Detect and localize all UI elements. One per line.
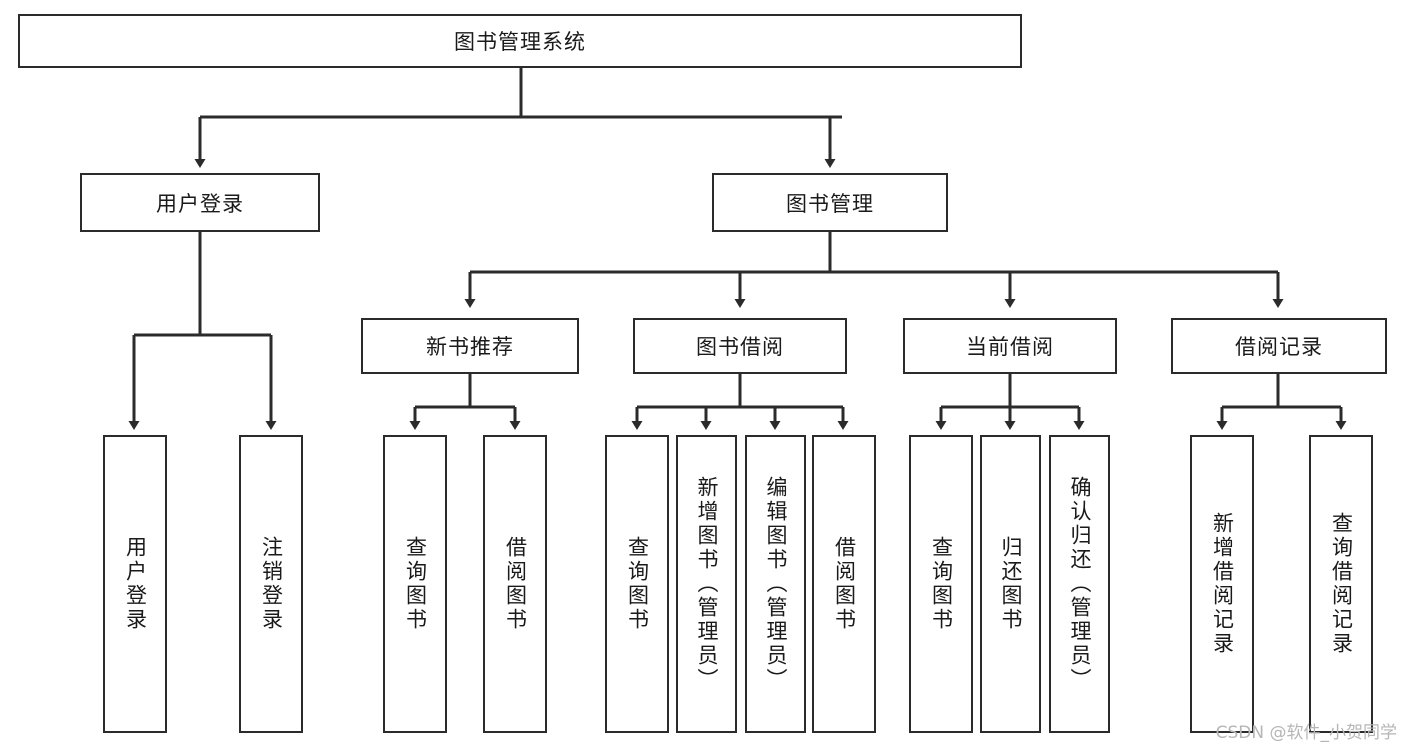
node-leaf-query-book-3[interactable]: 查询图书: [909, 435, 973, 733]
node-leaf-return-book-label: 归还图书: [999, 536, 1023, 632]
node-borrow-record[interactable]: 借阅记录: [1171, 318, 1387, 374]
node-leaf-query-record[interactable]: 查询借阅记录: [1309, 435, 1373, 733]
node-borrow-record-label: 借阅记录: [1235, 335, 1323, 359]
node-leaf-confirm-return[interactable]: 确认归还（管理员）: [1049, 435, 1110, 733]
node-leaf-borrow-book-2-label: 借阅图书: [832, 536, 857, 632]
node-leaf-edit-book-label: 编辑图书（管理员）: [764, 476, 788, 692]
node-leaf-return-book[interactable]: 归还图书: [980, 435, 1041, 733]
node-leaf-logout[interactable]: 注销登录: [239, 435, 303, 733]
node-book-manage[interactable]: 图书管理: [712, 173, 948, 232]
node-leaf-query-book-1[interactable]: 查询图书: [383, 435, 447, 733]
node-leaf-add-record-label: 新增借阅记录: [1210, 512, 1235, 656]
node-leaf-confirm-return-label: 确认归还（管理员）: [1068, 476, 1092, 692]
node-user-login[interactable]: 用户登录: [80, 173, 320, 232]
node-current-borrow-label: 当前借阅: [966, 335, 1054, 359]
node-book-borrow[interactable]: 图书借阅: [633, 318, 847, 374]
node-leaf-logout-label: 注销登录: [259, 536, 284, 632]
node-new-book-recommend[interactable]: 新书推荐: [361, 318, 579, 374]
node-leaf-query-book-2[interactable]: 查询图书: [605, 435, 669, 733]
node-book-borrow-label: 图书借阅: [696, 335, 784, 359]
csdn-watermark: CSDN @软件_小贺同学: [1215, 723, 1397, 743]
node-leaf-borrow-book-2[interactable]: 借阅图书: [812, 435, 876, 733]
node-leaf-edit-book[interactable]: 编辑图书（管理员）: [745, 435, 806, 733]
node-leaf-user-login[interactable]: 用户登录: [103, 435, 167, 733]
node-leaf-query-book-2-label: 查询图书: [625, 536, 650, 632]
node-leaf-add-book-label: 新增图书（管理员）: [695, 476, 719, 692]
node-root[interactable]: 图书管理系统: [18, 14, 1022, 68]
node-current-borrow[interactable]: 当前借阅: [903, 318, 1117, 374]
node-root-label: 图书管理系统: [454, 30, 586, 54]
node-leaf-query-record-label: 查询借阅记录: [1329, 512, 1354, 656]
node-user-login-label: 用户登录: [156, 191, 244, 216]
node-leaf-borrow-book-1[interactable]: 借阅图书: [483, 435, 547, 733]
node-leaf-query-book-1-label: 查询图书: [403, 536, 428, 632]
node-leaf-query-book-3-label: 查询图书: [929, 536, 954, 632]
node-book-manage-label: 图书管理: [786, 191, 874, 216]
node-new-book-recommend-label: 新书推荐: [426, 335, 514, 359]
node-leaf-borrow-book-1-label: 借阅图书: [503, 536, 528, 632]
node-leaf-user-login-label: 用户登录: [123, 536, 148, 632]
node-leaf-add-book[interactable]: 新增图书（管理员）: [676, 435, 737, 733]
node-leaf-add-record[interactable]: 新增借阅记录: [1190, 435, 1254, 733]
